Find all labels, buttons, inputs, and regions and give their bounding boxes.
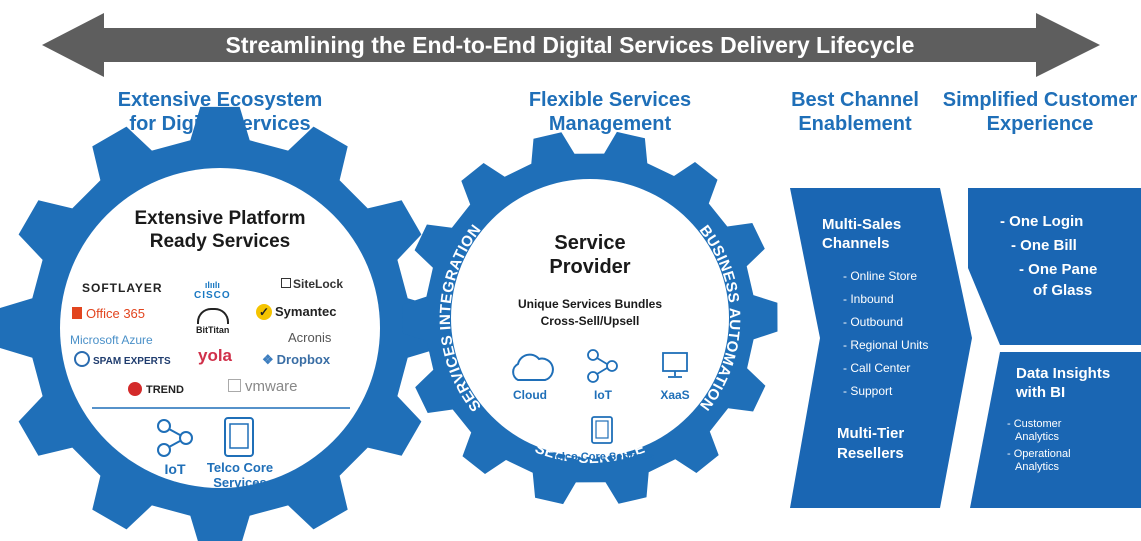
iot-label: IoT (164, 461, 186, 477)
subtitle-line: Cross-Sell/Upsell (540, 314, 640, 328)
telco-core-line: Telco Core (206, 460, 274, 475)
channel-item: - Regional Units (843, 338, 929, 352)
channel-item: - Support (843, 384, 893, 398)
analytics-item: - Customer (1007, 418, 1062, 430)
trend-logo: TREND (128, 382, 184, 396)
office365-logo: Office 365 (72, 306, 145, 321)
lock-icon (281, 278, 291, 288)
column-header-line: Simplified Customer (942, 89, 1138, 111)
analytics-item: Analytics (1015, 461, 1060, 473)
symantec-label: Symantec (275, 304, 337, 319)
iot-service-label: IoT (594, 388, 612, 402)
telco-core-label: Telco Core Services (200, 460, 280, 490)
platform-title-line: Ready Services (149, 231, 291, 252)
analytics-item: Analytics (1015, 431, 1060, 443)
resellers-line: Resellers (837, 445, 904, 462)
platform-title-line: Extensive Platform (134, 208, 306, 229)
experience-chevron-top (968, 188, 1141, 345)
channel-list: - Online Store - Inbound - Outbound - Re… (843, 265, 953, 403)
resellers-line: Multi-Tier (837, 425, 905, 442)
column-header-line: Flexible Services (528, 89, 692, 111)
channel-item: - Inbound (843, 292, 894, 306)
vmware-logo: vmware (228, 378, 298, 395)
spamexperts-logo: SPAM EXPERTS (74, 351, 171, 367)
column-header-line: Experience (986, 113, 1094, 135)
telco-core-line: Services (213, 475, 267, 490)
yola-logo: yola (198, 346, 233, 365)
column-header-line: Management (548, 113, 672, 135)
trend-label: TREND (146, 384, 184, 396)
channels-chevron (790, 188, 972, 508)
service-provider-title: Service Provider (520, 231, 660, 279)
office365-label: Office 365 (86, 306, 146, 321)
multi-sales-title: Multi-Sales Channels (822, 215, 932, 253)
softlayer-logo: SOFTLAYER (82, 281, 163, 295)
column-header-experience: Simplified Customer Experience (935, 88, 1141, 136)
channel-item: - Call Center (843, 361, 911, 375)
experience-item: - One Bill (1011, 237, 1077, 254)
telco-tablet-icon (591, 416, 613, 444)
xaas-label: XaaS (660, 388, 690, 402)
center-gear-center (451, 179, 729, 457)
spamexperts-label: SPAM EXPERTS (93, 356, 171, 367)
dropbox-label: Dropbox (276, 352, 331, 367)
acronis-logo: Acronis (288, 330, 332, 345)
vmware-label: vmware (245, 378, 298, 395)
banner-title: Streamlining the End-to-End Digital Serv… (225, 32, 915, 58)
service-provider-line: Provider (549, 256, 631, 278)
column-header-management: Flexible Services Management (480, 88, 740, 136)
column-header-line: Enablement (798, 113, 912, 135)
analytics-list: - Customer Analytics - Operational Analy… (1007, 418, 1127, 474)
cloud-label: Cloud (513, 388, 547, 402)
service-provider-subtitle: Unique Services Bundles Cross-Sell/Upsel… (480, 296, 700, 330)
check-icon: ✓ (256, 304, 272, 320)
multi-sales-line: Channels (822, 235, 890, 252)
service-provider-line: Service (554, 232, 626, 254)
azure-logo: Microsoft Azure (70, 333, 153, 347)
platform-title: Extensive Platform Ready Services (100, 207, 340, 253)
subtitle-line: Unique Services Bundles (517, 297, 663, 311)
monitor-icon (662, 352, 688, 378)
analytics-item: - Operational (1007, 448, 1071, 460)
data-insights-line: Data Insights (1016, 365, 1111, 382)
experience-item: - One Pane (1019, 261, 1098, 278)
telco-core-services-label: Telco Core Services (549, 451, 655, 463)
iot-service-icon (587, 349, 618, 383)
sitelock-label: SiteLock (293, 277, 344, 291)
experience-item: of Glass (1033, 282, 1093, 299)
experience-list: - One Login - One Bill - One Pane of Gla… (1000, 210, 1140, 300)
column-header-channel: Best Channel Enablement (765, 88, 945, 136)
cisco-bars: ılıılı (204, 280, 220, 290)
iot-icon (157, 419, 193, 457)
bittitan-label: BitTitan (196, 325, 230, 335)
multi-tier-resellers: Multi-Tier Resellers (837, 424, 937, 464)
lifecycle-arrow (42, 13, 1100, 77)
multi-sales-line: Multi-Sales (822, 216, 902, 233)
sitelock-logo: SiteLock (281, 277, 343, 291)
symantec-logo: ✓Symantec (256, 304, 336, 320)
cloud-icon (512, 353, 554, 381)
tablet-icon (224, 417, 254, 457)
bittitan-icon (196, 308, 229, 324)
experience-item: - One Login (1000, 213, 1084, 230)
channel-item: - Online Store (843, 269, 918, 283)
cisco-label: CISCO (194, 290, 231, 301)
bittitan-logo: BitTitan (196, 308, 229, 335)
dropbox-icon: ❖ (262, 352, 274, 367)
data-insights-line: with BI (1016, 384, 1066, 401)
column-header-line: Best Channel (791, 89, 919, 111)
dropbox-logo: ❖Dropbox (262, 352, 330, 368)
channel-item: - Outbound (843, 315, 904, 329)
column-header-line: Extensive Ecosystem (117, 89, 323, 111)
experience-chevron-bottom (970, 352, 1141, 508)
data-insights-title: Data Insights with BI (1016, 364, 1136, 402)
